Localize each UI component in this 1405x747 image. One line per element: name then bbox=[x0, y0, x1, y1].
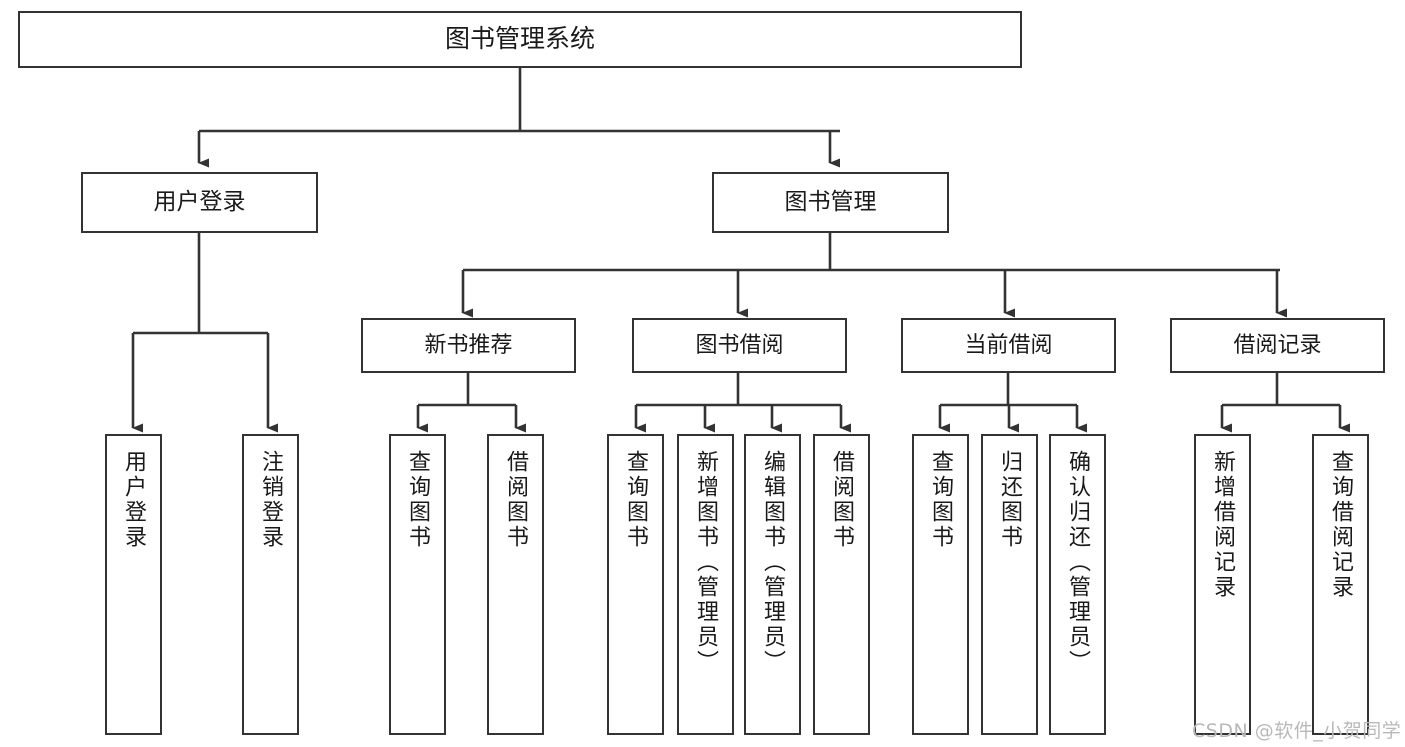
node-label: 编辑图书（管理员） bbox=[760, 450, 786, 675]
leaf-borrowrecord-query-record[interactable]: 查询借阅记录 bbox=[1312, 434, 1369, 735]
node-book-management[interactable]: 图书管理 bbox=[712, 172, 949, 233]
node-label: 当前借阅 bbox=[964, 332, 1053, 358]
node-user-login[interactable]: 用户登录 bbox=[81, 172, 318, 233]
node-label: 注销登录 bbox=[258, 450, 284, 550]
node-label: 查询图书 bbox=[623, 450, 649, 550]
leaf-bookborrow-query-book[interactable]: 查询图书 bbox=[607, 434, 664, 735]
node-label: 图书借阅 bbox=[695, 332, 784, 358]
node-label: 归还图书 bbox=[997, 450, 1023, 550]
node-label: 查询借阅记录 bbox=[1328, 450, 1354, 600]
leaf-logout[interactable]: 注销登录 bbox=[242, 434, 299, 735]
csdn-watermark: CSDN @软件_小贺同学 bbox=[1192, 720, 1402, 742]
node-new-book-recommend[interactable]: 新书推荐 bbox=[361, 318, 576, 373]
leaf-currentborrow-confirm-return[interactable]: 确认归还（管理员） bbox=[1049, 434, 1106, 735]
leaf-newbook-query-book[interactable]: 查询图书 bbox=[389, 434, 446, 735]
leaf-bookborrow-borrow-book[interactable]: 借阅图书 bbox=[813, 434, 870, 735]
node-label: 新增图书（管理员） bbox=[693, 450, 719, 675]
node-label: 借阅图书 bbox=[829, 450, 855, 550]
node-label: 借阅图书 bbox=[503, 450, 529, 550]
node-root-book-management-system[interactable]: 图书管理系统 bbox=[18, 11, 1022, 68]
node-label: 用户登录 bbox=[121, 450, 147, 550]
node-current-borrow[interactable]: 当前借阅 bbox=[901, 318, 1116, 373]
node-label: 图书管理 bbox=[784, 189, 877, 216]
node-book-borrow[interactable]: 图书借阅 bbox=[632, 318, 847, 373]
leaf-borrowrecord-add-record[interactable]: 新增借阅记录 bbox=[1194, 434, 1251, 735]
node-label: 新增借阅记录 bbox=[1210, 450, 1236, 600]
node-label: 图书管理系统 bbox=[444, 24, 595, 54]
node-label: 查询图书 bbox=[405, 450, 431, 550]
leaf-bookborrow-edit-book[interactable]: 编辑图书（管理员） bbox=[744, 434, 801, 735]
node-label: 用户登录 bbox=[153, 189, 246, 216]
node-label: 查询图书 bbox=[928, 450, 954, 550]
leaf-user-login[interactable]: 用户登录 bbox=[105, 434, 162, 735]
leaf-currentborrow-query-book[interactable]: 查询图书 bbox=[912, 434, 969, 735]
leaf-currentborrow-return-book[interactable]: 归还图书 bbox=[981, 434, 1038, 735]
leaf-newbook-borrow-book[interactable]: 借阅图书 bbox=[487, 434, 544, 735]
node-label: 借阅记录 bbox=[1233, 332, 1322, 358]
node-borrow-record[interactable]: 借阅记录 bbox=[1170, 318, 1385, 373]
leaf-bookborrow-add-book[interactable]: 新增图书（管理员） bbox=[677, 434, 734, 735]
node-label: 确认归还（管理员） bbox=[1065, 450, 1091, 675]
node-label: 新书推荐 bbox=[424, 332, 513, 358]
